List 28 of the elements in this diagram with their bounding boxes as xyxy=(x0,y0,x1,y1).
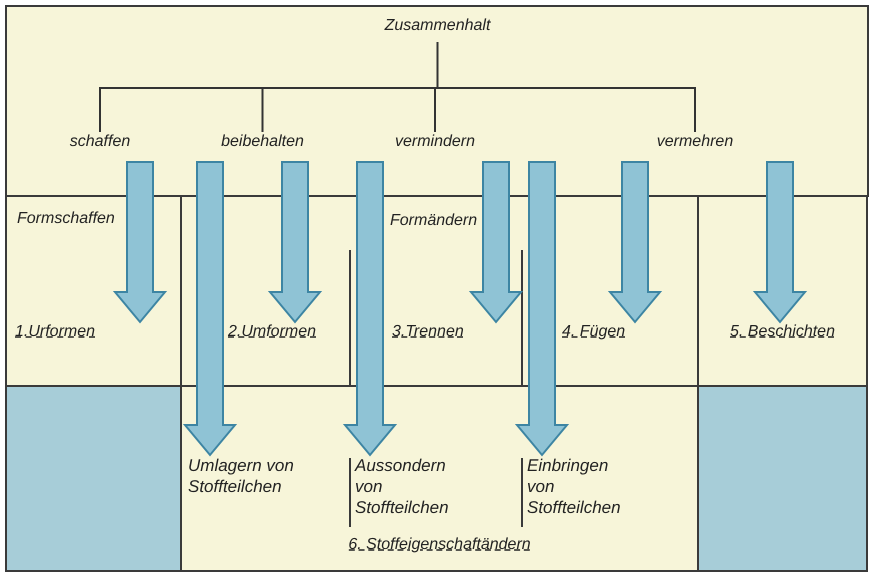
process-label: Einbringen von Stoffteilchen xyxy=(527,455,635,519)
branch-label: vermindern xyxy=(355,132,515,162)
block-arrow xyxy=(608,161,662,324)
shaded-cell xyxy=(5,385,182,572)
block-arrow xyxy=(514,161,570,457)
block-arrow xyxy=(182,161,238,457)
group-title: Formändern xyxy=(390,211,478,231)
block-arrow xyxy=(752,161,808,324)
root-label: Zusammenhalt xyxy=(380,16,495,42)
group-title: Formschaffen xyxy=(17,209,115,229)
process-label: 1.Urformen xyxy=(15,322,170,346)
process-label: 2.Umformen xyxy=(228,322,345,346)
block-arrow xyxy=(268,161,322,324)
block-arrow xyxy=(112,161,168,324)
process-label: 5. Beschichten xyxy=(705,322,860,346)
process-label: 3.Trennen xyxy=(392,322,515,346)
shaded-cell xyxy=(697,385,868,572)
process-label: Umlagern von Stoffteilchen xyxy=(188,455,296,519)
connector-line xyxy=(436,42,696,132)
group-region xyxy=(180,385,699,572)
block-arrow xyxy=(342,161,398,457)
branch-label: schaffen xyxy=(40,132,160,162)
branch-label: beibehalten xyxy=(195,132,330,162)
process-label: 4. Fügen xyxy=(562,322,690,346)
branch-label: vermehren xyxy=(530,132,860,162)
group-title: 6. Stoffeigenschaftändern xyxy=(348,535,531,555)
block-arrow xyxy=(468,161,524,324)
process-label: Aussondern von Stoffteilchen xyxy=(355,455,463,519)
